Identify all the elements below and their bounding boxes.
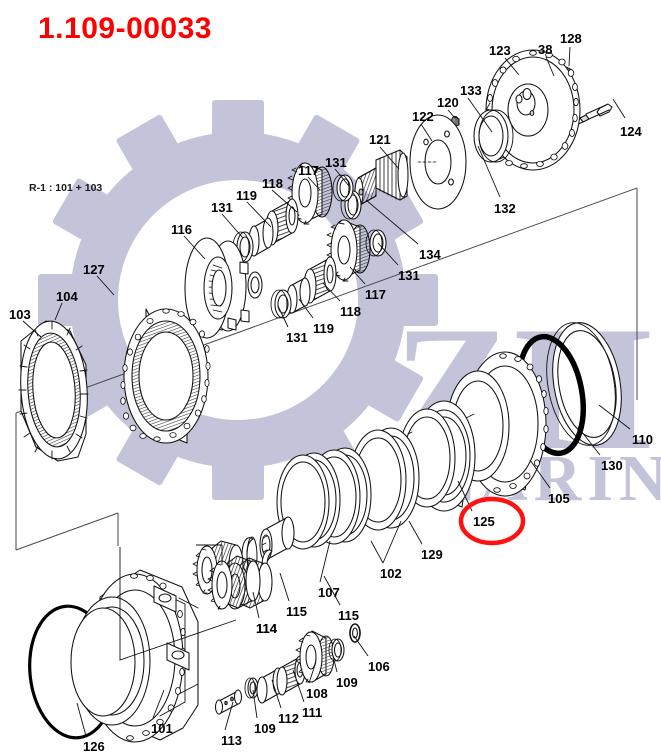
part-116-planet-carrier	[184, 237, 250, 339]
part-124-bolt	[579, 103, 613, 123]
part-127-ring-gear	[120, 308, 211, 444]
part-106-snap-ring	[349, 623, 361, 643]
part-120-pin	[451, 115, 460, 127]
callout-label-125: 125	[473, 514, 495, 529]
callout-label-131: 131	[325, 155, 347, 170]
callout-label-128: 128	[560, 31, 582, 46]
part-101-housing	[70, 569, 199, 743]
callout-label-114b: 114	[256, 621, 277, 636]
part-122-plate	[409, 114, 467, 210]
highlight-ellipse-125	[458, 496, 526, 546]
callout-label-121: 121	[369, 132, 391, 147]
page-title: 1.109-00033	[38, 12, 212, 45]
callout-label-117: 117	[298, 163, 319, 178]
part-109-washer-b	[328, 638, 345, 662]
callout-label-134: 134	[419, 247, 441, 262]
part-131-washer-e	[247, 271, 263, 299]
callout-label-129: 129	[421, 547, 443, 562]
part-111-needle-bearing	[276, 655, 306, 696]
callout-label-131c: 131	[398, 268, 420, 283]
callout-label-109: 109	[336, 675, 358, 690]
callout-label-124: 124	[620, 124, 642, 139]
part-108-sun-gear	[295, 630, 335, 683]
part-117-planet-gear-b	[326, 219, 371, 282]
callout-label-133: 133	[460, 83, 482, 98]
part-134-washer	[340, 190, 362, 220]
callout-label-102: 102	[380, 566, 402, 581]
callout-label-115b: 115	[338, 608, 359, 623]
part-117-planet-gear-a	[287, 162, 333, 225]
callout-label-118: 118	[262, 176, 283, 191]
callout-label-105: 105	[548, 491, 570, 506]
callout-label-126: 126	[83, 739, 105, 754]
callout-label-123: 123	[489, 43, 511, 58]
part-114-pinion-upper	[207, 555, 261, 610]
part-118-needle-bearing-b	[303, 256, 337, 304]
part-133-ring	[473, 109, 514, 163]
part-131-washer-d	[270, 289, 292, 319]
callout-label-131d: 131	[286, 330, 308, 345]
callout-label-122: 122	[412, 109, 434, 124]
callout-label-109b: 109	[254, 721, 276, 736]
callout-label-132: 132	[494, 201, 516, 216]
frame-guides	[15, 187, 638, 551]
callout-label-114: 114	[256, 621, 277, 636]
callout-label-116: 116	[171, 222, 192, 237]
callout-label-120: 120	[437, 95, 459, 110]
leader-lines	[22, 46, 631, 737]
callout-label-107: 107	[318, 585, 340, 600]
callout-label-111: 111	[302, 705, 323, 720]
callout-label-104: 104	[56, 289, 78, 304]
part-123-drum	[485, 49, 581, 171]
callout-label-119b: 119	[313, 321, 334, 336]
callout-label-131b: 131	[211, 200, 233, 215]
part-109-washer-a	[244, 677, 259, 699]
callout-label-103: 103	[9, 307, 31, 322]
callout-label-38: 38	[538, 42, 553, 57]
callout-label-106: 106	[368, 659, 390, 674]
callout-label-130: 130	[601, 458, 623, 473]
part-113-pin	[214, 689, 243, 715]
part-119-spacer-a	[248, 217, 274, 257]
callout-label-118b: 118	[340, 304, 361, 319]
callout-label-108: 108	[306, 686, 328, 701]
callout-label-115: 115	[286, 604, 307, 619]
part-103-lock-ring	[18, 320, 89, 462]
callout-label-119: 119	[236, 188, 257, 203]
callout-label-117b: 117	[365, 287, 386, 302]
callout-label-127: 127	[83, 262, 105, 277]
callout-label-110: 110	[632, 432, 653, 447]
callout-label-112: 112	[278, 711, 299, 726]
callout-label-113: 113	[221, 733, 242, 748]
assembly-note: R-1 : 101 + 103	[29, 182, 103, 194]
callout-label-101: 101	[151, 721, 173, 736]
